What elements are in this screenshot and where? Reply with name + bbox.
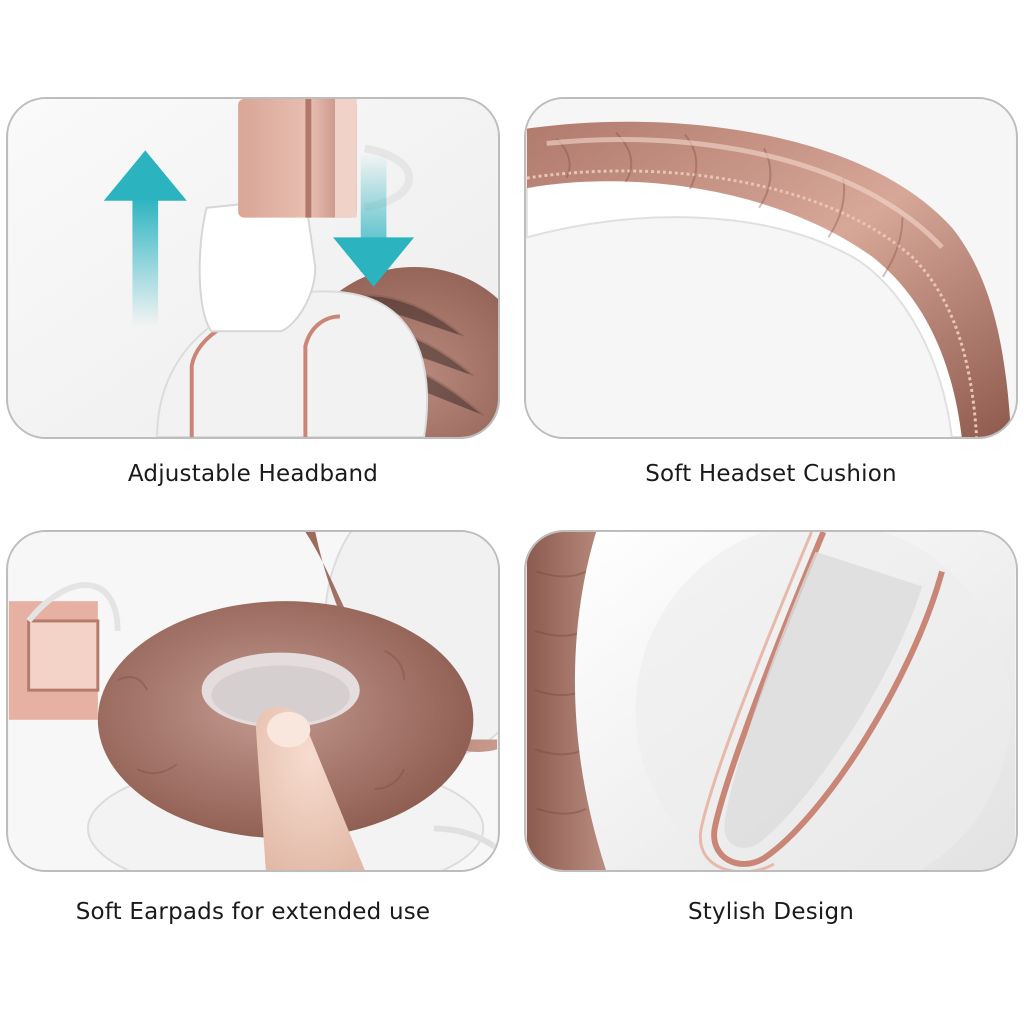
panel-stylish-design bbox=[524, 530, 1018, 872]
arrow-down-icon bbox=[333, 153, 415, 287]
panel-soft-headset-cushion bbox=[524, 97, 1018, 439]
caption-soft-headset-cushion: Soft Headset Cushion bbox=[645, 461, 897, 487]
panel-soft-earpads bbox=[6, 530, 500, 872]
headphone-adjustable-slider-photo bbox=[8, 99, 498, 437]
caption-stylish-design: Stylish Design bbox=[687, 899, 855, 925]
earpad-pressed-by-finger-photo bbox=[8, 532, 498, 870]
headband-cushion-closeup-photo bbox=[526, 99, 1016, 437]
caption-adjustable-headband: Adjustable Headband bbox=[127, 461, 379, 487]
caption-soft-earpads: Soft Earpads for extended use bbox=[75, 899, 431, 925]
panel-adjustable-headband bbox=[6, 97, 500, 439]
arrow-up-icon bbox=[103, 150, 187, 327]
earcup-rose-gold-trim-photo bbox=[526, 532, 1016, 870]
